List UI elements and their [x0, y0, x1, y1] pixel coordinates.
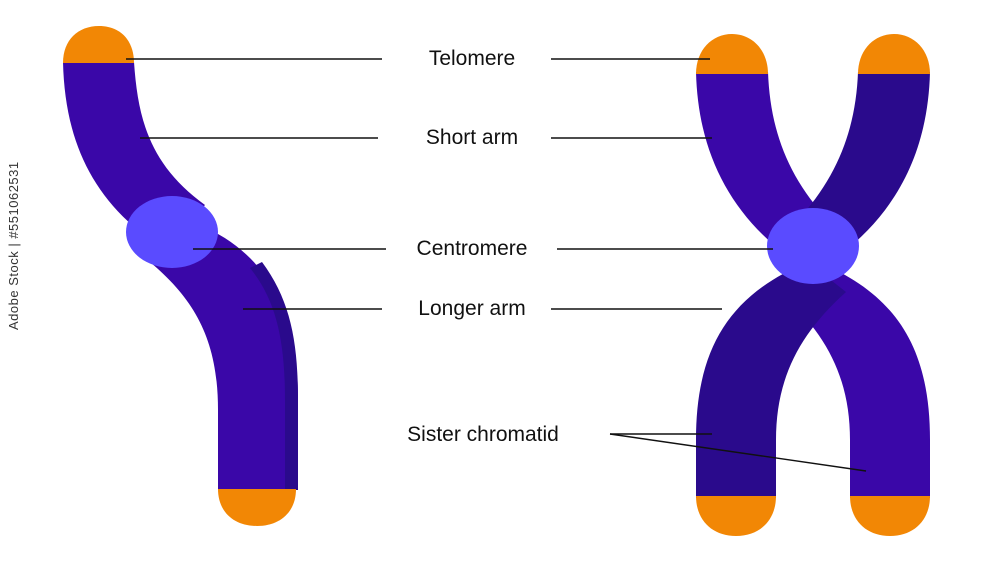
left-top-telomere: [63, 26, 134, 63]
stock-watermark-text: Adobe Stock | #551062531: [6, 161, 21, 330]
right-bottom-left-telomere: [696, 496, 776, 536]
left-long-arm: [150, 225, 298, 490]
right-top-right-telomere: [858, 34, 930, 74]
sister-chromatid-label: Sister chromatid: [407, 423, 559, 446]
right-top-left-telomere: [696, 34, 768, 74]
short-arm-label: Short arm: [425, 126, 519, 149]
right-bottom-right-telomere: [850, 496, 930, 536]
leader-lines: [126, 58, 867, 472]
right-lower-left-arm: [696, 262, 846, 498]
sister-chromatid-leader-bottom: [609, 433, 867, 472]
left-centromere: [126, 196, 218, 268]
left-bottom-telomere: [218, 489, 296, 526]
left-long-arm-shade: [250, 262, 298, 490]
centromere-label: Centromere: [416, 237, 528, 260]
right-centromere: [767, 208, 859, 284]
replicated-chromosome: [696, 34, 930, 536]
single-chromosome: [63, 26, 298, 526]
longer-arm-label: Longer arm: [418, 297, 526, 320]
telomere-label: Telomere: [428, 47, 516, 70]
